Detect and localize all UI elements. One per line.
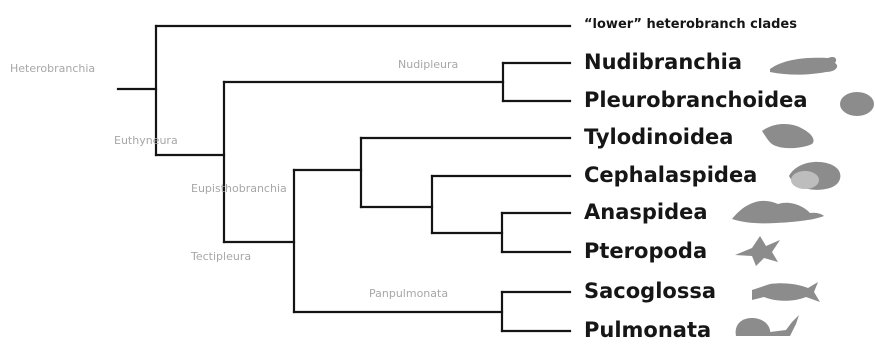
tip-label-pleurobranchoidea: Pleurobranchoidea [584, 88, 808, 112]
tip-label-nudibranchia: Nudibranchia [584, 50, 743, 74]
snail-icon [735, 315, 799, 336]
tip-label-anaspidea: Anaspidea [584, 200, 708, 224]
sea-slug-icon [770, 56, 838, 75]
clade-label-eupisthobranchia: Eupisthobranchia [191, 182, 287, 195]
tip-label-tylodinoidea: Tylodinoidea [584, 125, 734, 149]
tip-label-sacoglossa: Sacoglossa [584, 279, 716, 303]
tip-label-pteropoda: Pteropoda [584, 239, 708, 263]
tip-label-lower-clades: “lower” heterobranch clades [584, 17, 797, 32]
clade-label-heterobranchia: Heterobranchia [10, 62, 96, 75]
bubble-snail-icon [789, 161, 841, 190]
clade-label-nudipleura: Nudipleura [398, 58, 459, 71]
sea-butterfly-icon [735, 236, 780, 266]
sacoglossan-icon [752, 282, 820, 302]
tip-label-cephalaspidea: Cephalaspidea [584, 163, 758, 187]
tylodina-icon [762, 123, 814, 149]
pleurobranch-icon [840, 92, 874, 116]
tip-label-pulmonata: Pulmonata [584, 318, 712, 342]
clade-label-euthyneura: Euthyneura [114, 134, 178, 147]
clade-label-tectipleura: Tectipleura [191, 250, 252, 263]
sea-hare-icon [732, 200, 824, 224]
clade-label-panpulmonata: Panpulmonata [369, 287, 449, 300]
